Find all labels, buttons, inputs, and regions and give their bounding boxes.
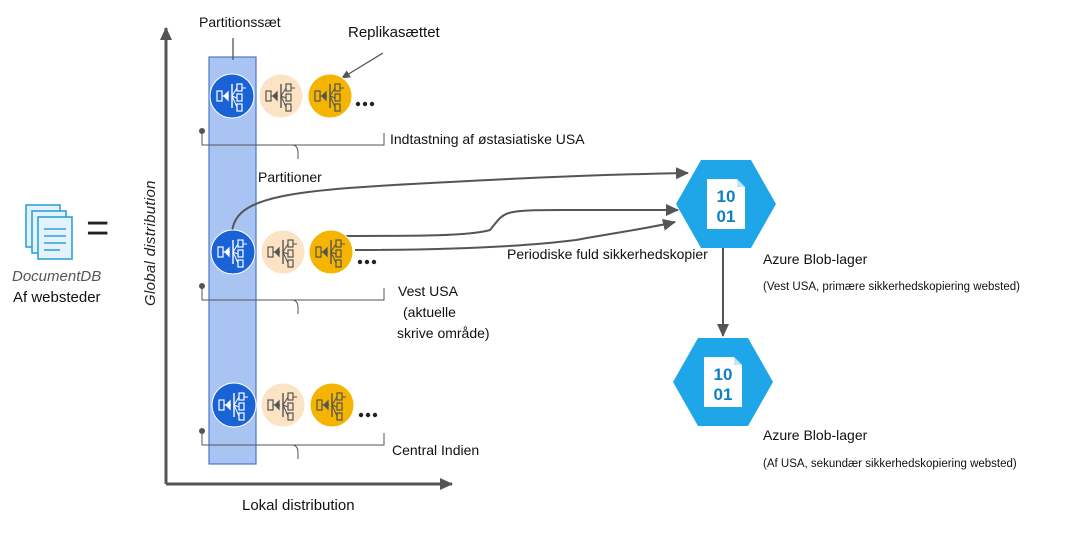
websites-label: Af websteder	[13, 289, 101, 306]
documents-icon	[25, 204, 73, 260]
secondary-replica-east	[258, 73, 304, 119]
tertiary-replica-central	[309, 382, 355, 428]
tertiary-replica-west	[308, 229, 354, 275]
region-west-label-2: (aktuelle	[403, 304, 456, 320]
blob-primary-sublabel: (Vest USA, primære sikkerhedskopiering w…	[763, 281, 1020, 293]
ellipsis-east	[355, 101, 375, 107]
blob-digits-bottom: 01	[717, 207, 736, 226]
local-axis-label: Lokal distribution	[242, 497, 355, 514]
periodic-backup-label: Periodiske fuld sikkerhedskopier	[507, 246, 708, 262]
partitions-label: Partitioner	[258, 169, 322, 185]
blob-secondary-label: Azure Blob-lager	[763, 427, 868, 443]
primary-replica-central	[211, 382, 257, 428]
tertiary-replica-east	[307, 73, 353, 119]
region-central-label: Central Indien	[392, 442, 480, 458]
brace-west	[199, 283, 385, 314]
global-axis-label: Global distribution	[142, 180, 159, 306]
blob-digits-bottom: 01	[714, 385, 733, 404]
region-west-label-1: Vest USA	[398, 283, 458, 299]
blob-digits-top: 10	[717, 187, 736, 206]
replica-set-label: Replikasættet	[348, 24, 440, 41]
blob-primary-label: Azure Blob-lager	[763, 251, 868, 267]
brace-central	[199, 428, 385, 459]
blob-secondary-sublabel: (Af USA, sekundær sikkerhedskopiering we…	[763, 458, 1017, 470]
region-east-label: Indtastning af østasiatiske USA	[390, 131, 585, 147]
primary-replica-west	[210, 229, 256, 275]
secondary-replica-west	[260, 229, 306, 275]
documentdb-label: DocumentDB	[12, 268, 102, 285]
partition-set-label: Partitionssæt	[199, 14, 281, 30]
ellipsis-west	[357, 259, 377, 265]
backup-arrow-middle	[329, 204, 679, 237]
ellipsis-central	[358, 412, 378, 418]
secondary-replica-central	[260, 382, 306, 428]
replica-set-pointer	[341, 52, 384, 79]
equals-sign: =	[86, 206, 110, 250]
brace-east	[199, 128, 385, 159]
region-west-label-3: skrive område)	[397, 325, 490, 341]
primary-replica-east	[209, 73, 255, 119]
backup-arrow-bottom	[354, 218, 676, 251]
blob-digits-top: 10	[714, 365, 733, 384]
backup-arrow-top	[231, 167, 689, 236]
